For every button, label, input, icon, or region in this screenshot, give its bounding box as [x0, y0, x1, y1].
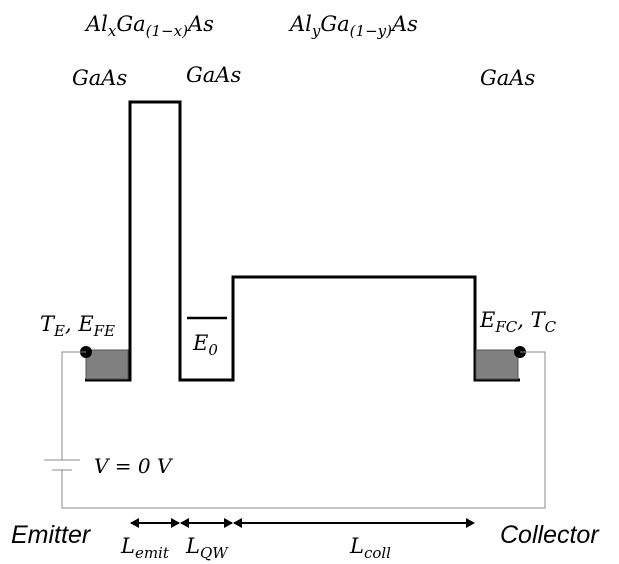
- arrow-emit-right-head: [171, 518, 180, 528]
- gaas-left-label: GaAs: [72, 66, 127, 90]
- conduction-band-profile: [85, 100, 520, 382]
- return-wire: [61, 351, 546, 509]
- barrier1-material-label: AlxGa(1−x)As: [84, 12, 214, 40]
- arrow-coll-right-head: [466, 518, 475, 528]
- collector-label: Collector: [500, 521, 600, 549]
- arrow-qw-right-head: [224, 518, 233, 528]
- arrow-qw-left-head: [180, 518, 189, 528]
- emitter-wire: [61, 351, 86, 460]
- gaas-right-label: GaAs: [480, 66, 535, 90]
- barrier2-material-label: AlyGa(1−y)As: [288, 12, 418, 40]
- emitter-fermi-sea: [85, 349, 129, 380]
- bias-label: V = 0 V: [94, 454, 174, 478]
- gaas-mid-label: GaAs: [186, 63, 241, 87]
- collector-fermi-sea: [475, 349, 519, 380]
- arrow-coll-left-head: [233, 518, 242, 528]
- well-level-label: E0: [192, 331, 218, 359]
- emitter-level-label: TE, EFE: [40, 312, 115, 340]
- length-qw-label: LQW: [185, 534, 229, 562]
- length-emit-label: Lemit: [120, 534, 170, 562]
- arrow-emit-left-head: [130, 518, 139, 528]
- emitter-label: Emitter: [11, 521, 92, 549]
- length-coll-label: Lcoll: [349, 534, 391, 562]
- collector-level-label: EFC, TC: [479, 308, 557, 336]
